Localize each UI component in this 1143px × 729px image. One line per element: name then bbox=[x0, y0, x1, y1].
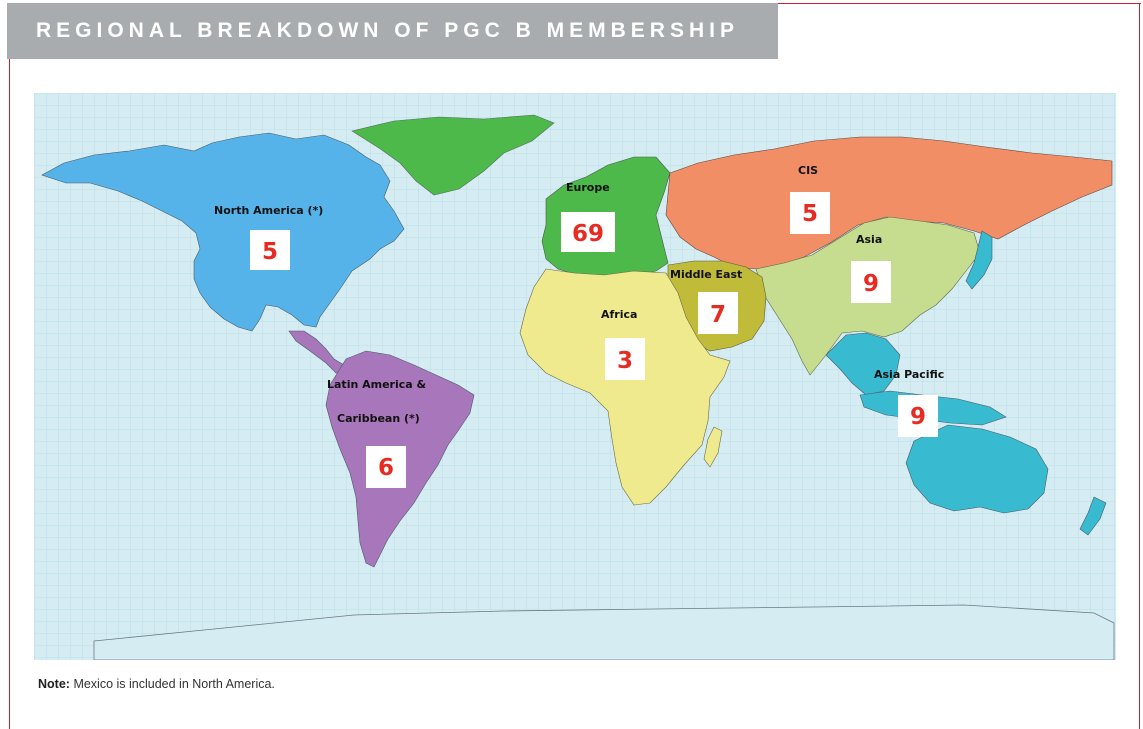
greenland-landmass bbox=[351, 114, 555, 196]
frame-top-border bbox=[778, 3, 1141, 4]
page-title: REGIONAL BREAKDOWN OF PGC B MEMBERSHIP bbox=[36, 19, 739, 42]
region-label-latin-america-line2: Caribbean (*) bbox=[337, 412, 420, 425]
count-box-asia bbox=[851, 261, 891, 303]
count-north-america: 5 bbox=[262, 239, 278, 265]
madagascar-landmass bbox=[703, 426, 723, 468]
region-shape-north-america bbox=[41, 132, 405, 332]
region-label-asia: Asia bbox=[856, 233, 882, 246]
region-shape-africa bbox=[519, 268, 731, 506]
count-europe: 69 bbox=[572, 221, 604, 247]
region-label-north-america: North America (*) bbox=[214, 204, 323, 217]
count-box-europe bbox=[561, 212, 615, 252]
count-box-latin-america bbox=[366, 446, 406, 488]
new-zealand-landmass bbox=[1079, 496, 1107, 536]
region-label-africa: Africa bbox=[601, 308, 637, 321]
count-box-cis bbox=[790, 192, 830, 234]
japan-landmass bbox=[965, 230, 993, 290]
count-asia-pacific: 9 bbox=[910, 404, 926, 430]
antarctica-landmass bbox=[93, 604, 1115, 660]
count-latin-america: 6 bbox=[378, 455, 394, 481]
count-middle-east: 7 bbox=[710, 302, 726, 328]
count-box-asia-pacific bbox=[898, 395, 938, 437]
southeast-asia-landmass bbox=[825, 332, 901, 396]
title-bar: REGIONAL BREAKDOWN OF PGC B MEMBERSHIP bbox=[7, 3, 778, 59]
count-asia: 9 bbox=[863, 271, 879, 297]
region-label-asia-pacific: Asia Pacific bbox=[874, 368, 944, 381]
count-box-north-america bbox=[250, 230, 290, 270]
count-cis: 5 bbox=[802, 201, 818, 227]
region-label-europe: Europe bbox=[566, 181, 610, 194]
region-label-middle-east: Middle East bbox=[670, 268, 742, 281]
footnote-label: Note: bbox=[38, 677, 70, 691]
count-box-africa bbox=[605, 338, 645, 380]
frame-right-border bbox=[1139, 3, 1140, 729]
count-box-middle-east bbox=[698, 292, 738, 334]
world-map: North America (*) Latin America & Caribb… bbox=[34, 93, 1116, 660]
australia-landmass bbox=[905, 424, 1049, 514]
region-label-cis: CIS bbox=[798, 164, 818, 177]
footnote-text: Mexico is included in North America. bbox=[73, 677, 275, 691]
count-africa: 3 bbox=[617, 348, 633, 374]
frame-left-border bbox=[9, 59, 10, 729]
region-label-latin-america-line1: Latin America & bbox=[327, 378, 427, 391]
footnote: Note: Mexico is included in North Americ… bbox=[38, 677, 275, 691]
